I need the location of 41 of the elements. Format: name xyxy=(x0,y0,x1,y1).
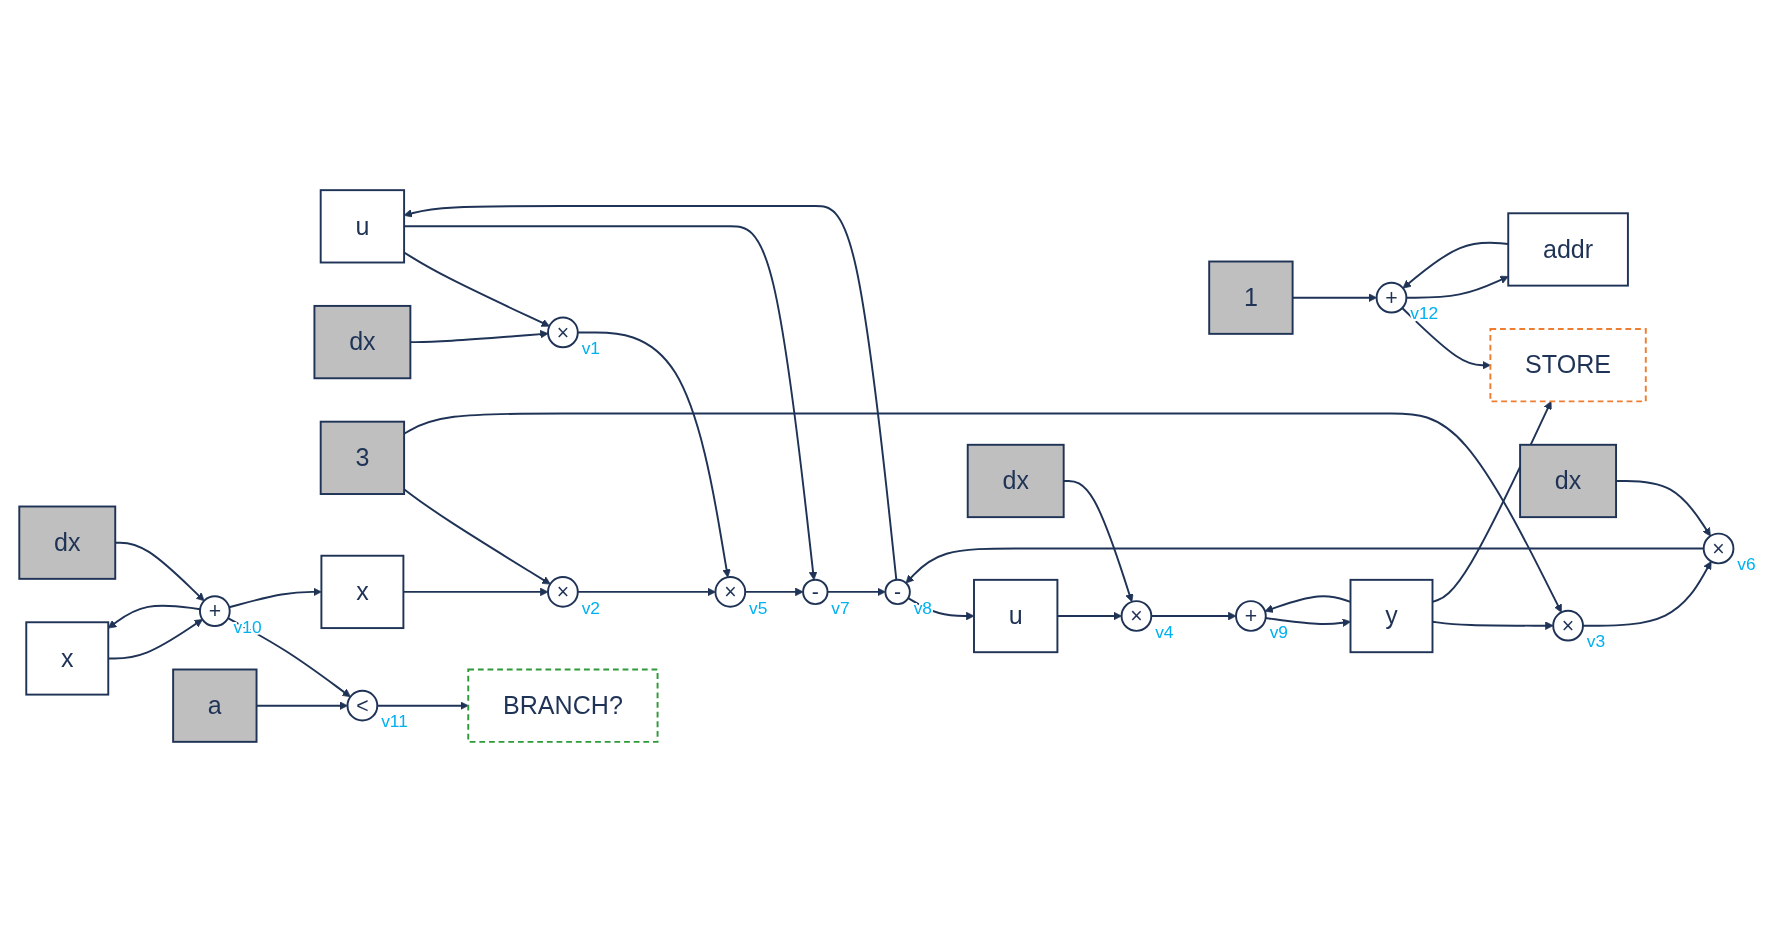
value-label: v9 xyxy=(1269,621,1288,642)
value-label: v4 xyxy=(1155,621,1174,642)
node-box: dx xyxy=(18,505,117,580)
node-circle: × xyxy=(1552,609,1584,642)
value-label: v12 xyxy=(1410,303,1439,324)
node-circle: × xyxy=(547,316,579,349)
value-label: v7 xyxy=(831,597,850,618)
node-circle: × xyxy=(1120,600,1153,632)
node-box: dx xyxy=(1519,443,1617,519)
node-box: 1 xyxy=(1208,260,1294,335)
arrow xyxy=(228,587,322,609)
value-label: v5 xyxy=(749,597,768,618)
arrow xyxy=(403,412,1562,613)
node-box: a xyxy=(172,668,258,743)
node-box: STORE xyxy=(1489,328,1647,403)
node-circle: × xyxy=(547,576,579,608)
node-box: addr xyxy=(1507,212,1629,287)
node-circle: × xyxy=(714,576,747,608)
value-label: v2 xyxy=(581,597,600,618)
node-circle: + xyxy=(1235,600,1267,632)
node-circle: × xyxy=(1702,532,1735,565)
node-box: dx xyxy=(966,443,1065,519)
arrow xyxy=(1401,307,1491,370)
value-label: v11 xyxy=(381,711,408,732)
node-box: x xyxy=(25,621,110,696)
node-box: u xyxy=(973,578,1059,654)
node-box: 3 xyxy=(319,420,406,495)
arrow xyxy=(1582,561,1712,627)
node-box: u xyxy=(319,189,406,264)
node-box: dx xyxy=(313,304,412,380)
value-label: v1 xyxy=(581,338,600,359)
node-circle: - xyxy=(884,578,911,606)
value-label: v3 xyxy=(1586,631,1606,652)
node-box: BRANCH? xyxy=(467,668,659,743)
node-circle: + xyxy=(199,595,231,628)
node-box: x xyxy=(320,554,405,630)
node-circle: + xyxy=(1375,281,1408,314)
node-circle: - xyxy=(802,578,829,606)
value-label: v6 xyxy=(1737,554,1756,575)
node-box: y xyxy=(1349,578,1434,654)
node-circle: < xyxy=(346,689,379,722)
